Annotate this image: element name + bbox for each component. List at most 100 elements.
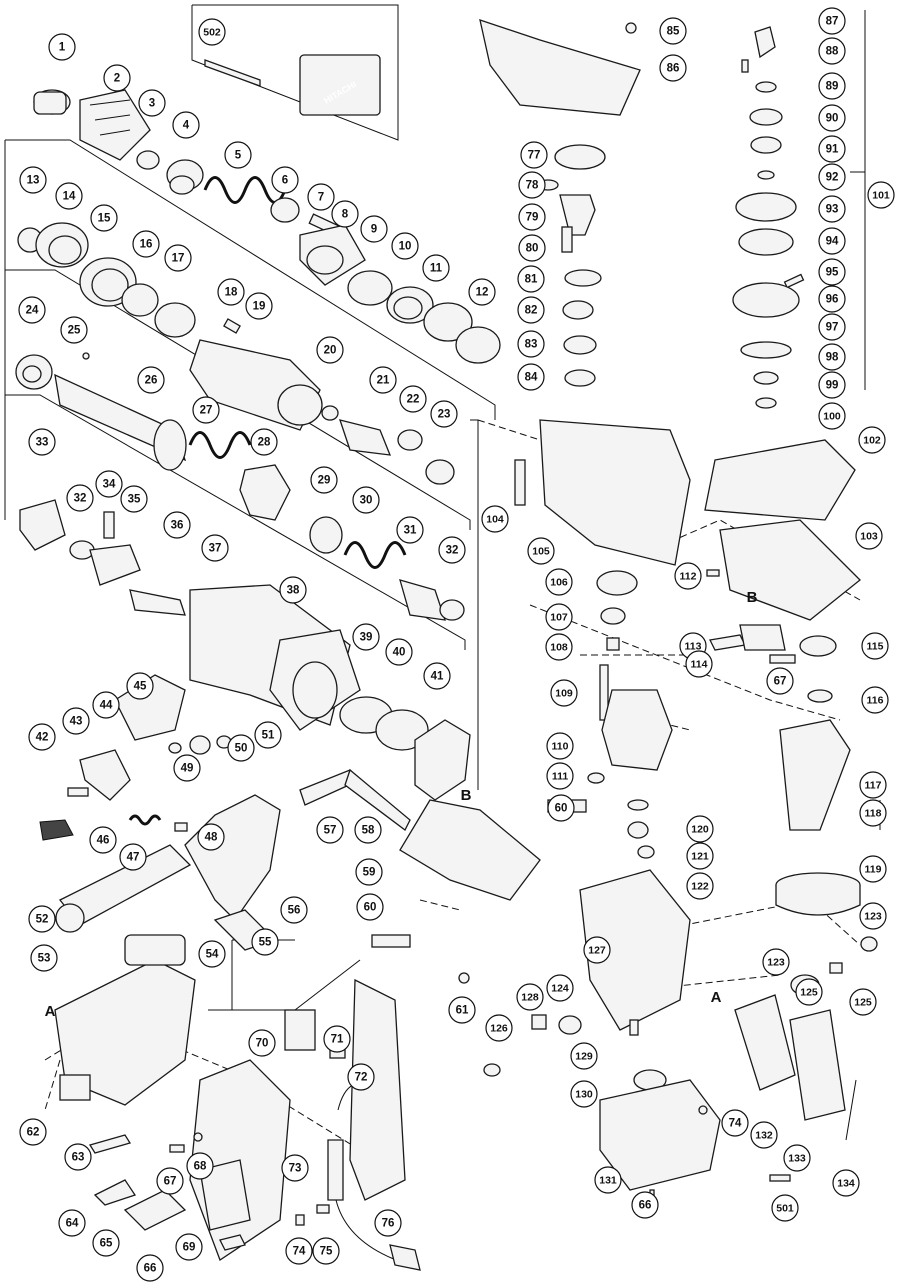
callout-114: 114	[685, 650, 713, 678]
callout-number: 20	[324, 345, 337, 357]
callout-number: 39	[360, 632, 373, 644]
callout-circle	[64, 1143, 92, 1171]
callout-number: 43	[70, 716, 83, 728]
callout-62: 62	[19, 1118, 47, 1146]
callout-circle	[674, 562, 702, 590]
callout-circle	[518, 234, 546, 262]
callout-circle	[849, 988, 877, 1016]
callout-circle	[583, 936, 611, 964]
callout-number: 82	[525, 305, 538, 317]
callout-circle	[685, 650, 713, 678]
callout-number: 33	[36, 437, 49, 449]
callout-circle	[547, 794, 575, 822]
callout-78: 78	[518, 171, 546, 199]
callout-circle	[352, 486, 380, 514]
callout-2: 2	[103, 64, 131, 92]
callout-circle	[517, 363, 545, 391]
callout-circle	[783, 1144, 811, 1172]
callout-circle	[517, 296, 545, 324]
callout-32: 32	[66, 484, 94, 512]
callout-66: 66	[631, 1191, 659, 1219]
callout-circle	[818, 227, 846, 255]
callout-circle	[721, 1109, 749, 1137]
callout-circle	[545, 568, 573, 596]
callout-99: 99	[818, 371, 846, 399]
callout-number: 58	[362, 825, 375, 837]
callout-number: 60	[555, 803, 568, 815]
callout-circle	[66, 484, 94, 512]
callout-number: 61	[456, 1005, 469, 1017]
callout-31: 31	[396, 516, 424, 544]
row3-parts	[15, 352, 465, 621]
callout-90: 90	[818, 104, 846, 132]
callout-27: 27	[192, 396, 220, 424]
callout-number: 22	[407, 394, 420, 406]
callout-number: 67	[164, 1176, 177, 1188]
callout-circle	[201, 534, 229, 562]
callout-95: 95	[818, 258, 846, 286]
callout-number: 70	[256, 1038, 269, 1050]
callout-circle	[156, 1167, 184, 1195]
callout-number: 66	[639, 1200, 652, 1212]
callout-circle	[28, 905, 56, 933]
callout-number: 27	[200, 405, 213, 417]
callout-54: 54	[198, 940, 226, 968]
callout-128: 128	[516, 983, 544, 1011]
callout-number: 59	[363, 867, 376, 879]
callout-57: 57	[316, 816, 344, 844]
callout-circle	[516, 983, 544, 1011]
callout-circle	[858, 426, 886, 454]
callout-circle	[279, 576, 307, 604]
callout-number: 38	[287, 585, 300, 597]
callout-circle	[686, 872, 714, 900]
callout-number: 47	[127, 852, 140, 864]
callout-circle	[310, 466, 338, 494]
callout-number: 77	[528, 150, 541, 162]
callout-123: 123	[859, 902, 887, 930]
callout-circle	[175, 1233, 203, 1261]
callout-number: 87	[826, 16, 839, 28]
callout-number: 75	[320, 1246, 333, 1258]
callout-circle	[316, 336, 344, 364]
callout-number: 4	[183, 120, 190, 132]
callout-circle	[227, 734, 255, 762]
callout-number: 8	[342, 209, 349, 221]
callout-circle	[136, 1254, 164, 1282]
callout-33: 33	[28, 428, 56, 456]
callout-circle	[316, 816, 344, 844]
callout-circle	[594, 1166, 622, 1194]
callout-circle	[356, 893, 384, 921]
callout-25: 25	[60, 316, 88, 344]
callout-number: 71	[331, 1034, 344, 1046]
callout-number: 132	[755, 1130, 773, 1142]
callout-circle	[163, 511, 191, 539]
callout-circle	[126, 672, 154, 700]
callout-circle	[173, 754, 201, 782]
callout-number: 502	[203, 27, 221, 39]
callout-134: 134	[832, 1169, 860, 1197]
callout-number: 113	[685, 641, 702, 653]
callout-number: 65	[100, 1238, 113, 1250]
callout-120: 120	[686, 815, 714, 843]
callout-circle	[546, 762, 574, 790]
callout-circle	[795, 978, 823, 1006]
callout-circle	[360, 215, 388, 243]
callout-45: 45	[126, 672, 154, 700]
callout-number: 73	[289, 1163, 302, 1175]
callout-101: 101	[867, 181, 895, 209]
callout-circle	[855, 522, 883, 550]
callout-number: 10	[399, 241, 412, 253]
callout-number: 81	[525, 274, 538, 286]
callout-number: 1	[59, 42, 66, 54]
callout-number: 101	[872, 190, 890, 202]
callout-125: 125	[795, 978, 823, 1006]
callout-66: 66	[136, 1254, 164, 1282]
callout-number: 55	[259, 937, 272, 949]
callout-circle	[19, 166, 47, 194]
callout-circle	[485, 1014, 513, 1042]
callout-number: 134	[837, 1178, 855, 1190]
callout-circle	[527, 537, 555, 565]
callout-91: 91	[818, 135, 846, 163]
callout-52: 52	[28, 905, 56, 933]
